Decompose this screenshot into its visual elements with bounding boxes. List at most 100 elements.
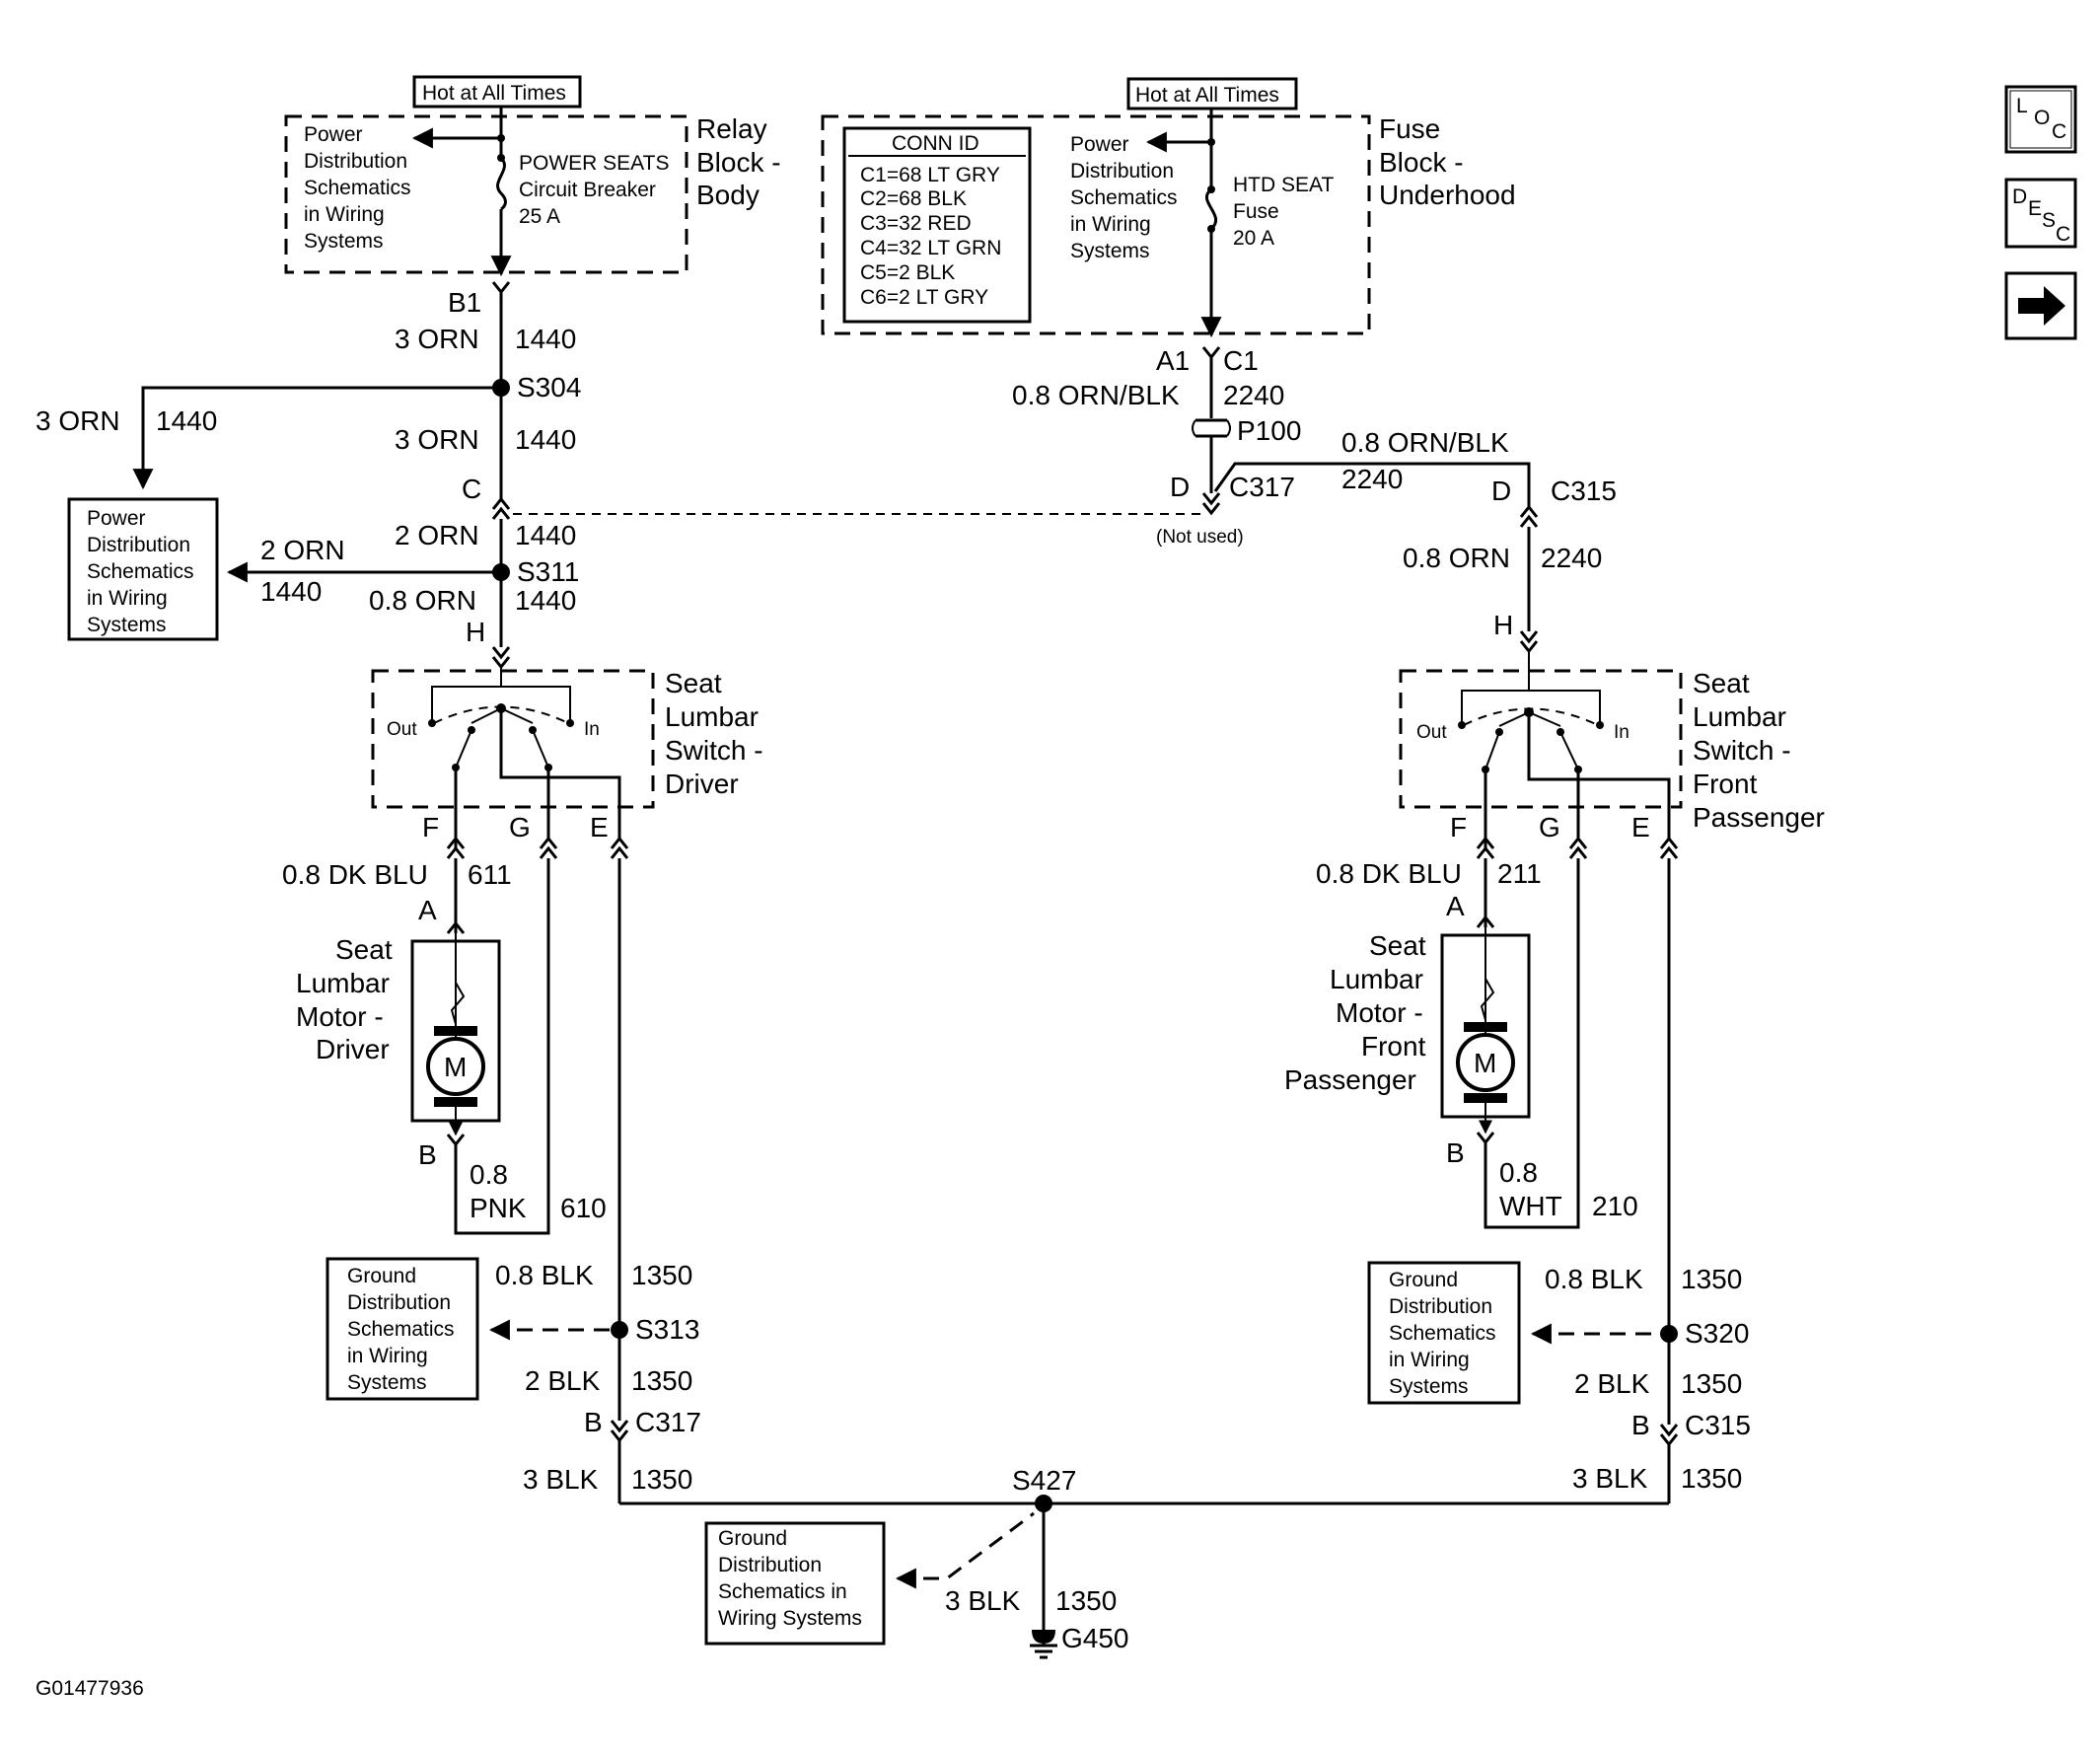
conn-id-title: CONN ID [892,132,979,155]
box-text: in Wiring [347,1345,428,1367]
box-text: Systems [87,614,167,636]
fuse-label: 20 A [1233,227,1274,250]
wire-color: 0.8 BLK [495,1260,594,1290]
switch-title: Switch - [665,735,763,766]
circuit-number: 611 [468,859,512,890]
wire-color: 2 BLK [1574,1368,1650,1399]
circuit-number: 1350 [631,1365,692,1396]
wire-color: 3 ORN [36,405,120,436]
pin-a1: A1 [1156,345,1190,376]
hot-label-left: Hot at All Times [422,82,566,105]
wire-color: 0.8 ORN/BLK [1341,427,1509,458]
b1-pin: B1 [448,287,481,318]
conn-id-entry: C6=2 LT GRY [860,286,988,309]
motor-title: Passenger [1284,1064,1416,1095]
box-text: in Wiring [1389,1349,1470,1371]
ground-icon [1030,1630,1057,1659]
relay-block-title: Block - [696,147,781,178]
box-text: Schematics [1389,1322,1496,1345]
loc-button[interactable]: LOC [2004,85,2077,154]
circuit-number: 1440 [515,585,576,616]
breaker-label: 25 A [519,205,560,228]
seat-lumbar-switch-passenger: Seat Lumbar Switch - Front Passenger Out… [1399,651,1825,842]
next-page-button[interactable] [2004,271,2077,340]
switch-in-label: In [584,719,600,740]
left-motor-circuit: 0.8 DK BLU 611 A Seat Lumbar Motor - Dri… [282,768,607,1235]
wire-color: 0.8 ORN [1403,543,1510,573]
splice-label: S313 [635,1314,699,1345]
switch-title: Seat [1693,668,1750,698]
switch-in-label: In [1614,722,1629,743]
switch-title: Seat [665,668,722,698]
switch-title: Lumbar [665,701,759,732]
box-text: Distribution [87,534,190,556]
fuse-icon [1204,187,1218,231]
wire-color: 0.8 DK BLU [1316,858,1462,889]
right-arrow-icon [2018,286,2065,326]
circuit-number: 1350 [1055,1585,1117,1616]
box-text: Schematics [347,1318,455,1341]
motor-title: Lumbar [1330,964,1423,994]
conn-id-entry: C4=32 LT GRN [860,237,1001,259]
power-dist-text: Schematics [304,177,411,199]
right-motor-circuit: 0.8 DK BLU 211 A Seat Lumbar Motor - Fro… [1284,769,1638,1229]
fuse-block-title: Underhood [1379,180,1516,210]
wire-color: 3 ORN [395,424,479,455]
power-dist-text: Distribution [304,150,407,173]
pin-b: B [1631,1410,1650,1440]
motor-title: Seat [335,934,393,965]
left-power-run: B1 3 ORN 1440 S304 3 ORN 1440 Power Dist… [36,281,1207,670]
motor-title: Lumbar [296,968,390,998]
pin-g: G [509,812,531,842]
connector-c: C [462,474,481,504]
breaker-label: Circuit Breaker [519,179,656,201]
motor-title: Motor - [296,1001,384,1032]
pin-h: H [466,617,485,647]
circuit-number: 210 [1592,1191,1638,1221]
conn-id-entry: C5=2 BLK [860,261,955,284]
connector-label: C315 [1551,476,1617,506]
svg-text:O: O [2034,107,2050,129]
conn-id-entry: C3=32 RED [860,212,972,235]
wire-color: 2 ORN [260,535,345,565]
switch-title: Passenger [1693,802,1825,833]
splice-label: S304 [517,372,581,403]
box-text: Ground [718,1527,787,1550]
circuit-number: 1440 [515,520,576,550]
svg-text:C: C [2052,120,2066,143]
svg-text:E: E [2028,197,2042,220]
breaker-label: POWER SEATS [519,152,669,175]
motor-title: Driver [316,1034,390,1064]
power-dist-text: Systems [304,230,384,253]
motor-icon [426,1037,485,1096]
connector-label: P100 [1237,415,1301,446]
circuit-number: 1440 [156,405,217,436]
motor-title: Seat [1369,930,1426,961]
pin-b: B [584,1407,603,1437]
pin-g: G [1539,812,1560,842]
figure-id: G01477936 [36,1677,144,1700]
circuit-number: 2240 [1541,543,1602,573]
wire-color: 0.8 DK BLU [282,859,428,890]
power-dist-text: in Wiring [304,203,385,226]
box-text: Ground [1389,1269,1458,1291]
fuse-block-title: Block - [1379,147,1464,178]
circuit-number: 2240 [1223,380,1284,410]
box-text: Systems [1389,1375,1469,1398]
wire-color: 0.8 BLK [1545,1264,1643,1294]
switch-title: Lumbar [1693,701,1786,732]
pin-e: E [590,812,609,842]
box-text: Distribution [718,1554,822,1576]
bottom-ground: S427 Ground Distribution Schematics in W… [619,1465,1669,1659]
power-dist-text: in Wiring [1070,213,1151,236]
wire-color: 2 ORN [395,520,479,550]
pin-h: H [1493,610,1513,640]
not-used-label: (Not used) [1156,527,1244,548]
circuit-number: 1350 [631,1260,692,1290]
pin-e: E [1631,812,1650,842]
circuit-number: 1440 [260,576,322,607]
box-text: Distribution [1389,1295,1492,1318]
motor-title: Front [1361,1031,1426,1062]
splice-label: S320 [1685,1318,1749,1349]
